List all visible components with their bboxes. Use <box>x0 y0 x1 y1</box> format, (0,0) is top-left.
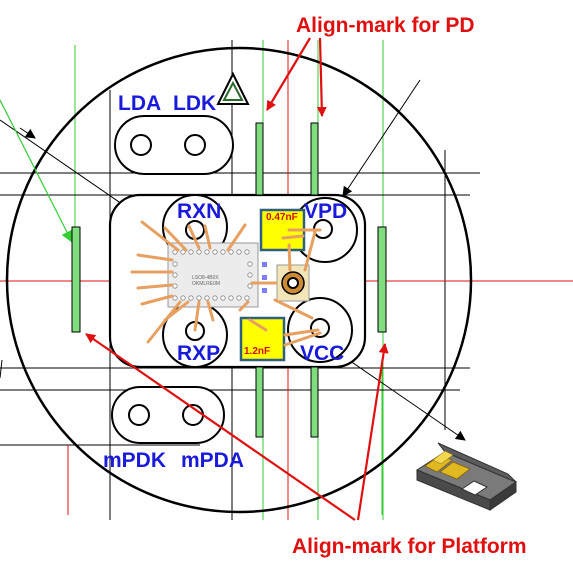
label-vpd: VPD <box>304 200 347 223</box>
pd-bias-pads <box>262 262 267 293</box>
pointer-arrow-left <box>19 127 36 139</box>
label-mpdk: mPDK <box>103 449 166 472</box>
wire-bonds <box>130 220 322 347</box>
triangle-icon <box>216 71 250 105</box>
label-rxn: RXN <box>177 200 221 223</box>
chip-marking-2: OKMLRE0M <box>192 281 220 287</box>
vcc-pin <box>310 318 330 338</box>
align-mark-platform-left <box>71 226 81 333</box>
capacitor-top-label: 0.47nF <box>266 212 298 223</box>
align-marks-pd <box>255 122 319 438</box>
align-mark-pd-left <box>255 122 264 196</box>
align-marks-platform <box>71 226 387 333</box>
label-ldk: LDK <box>173 92 216 115</box>
chip-bond-pads <box>172 249 253 301</box>
label-lda: LDA <box>118 92 161 115</box>
capacitor-bottom <box>239 316 286 362</box>
label-rxp: RXP <box>177 342 220 365</box>
lda-pin <box>130 134 152 156</box>
align-mark-pd-left-bottom <box>255 366 264 438</box>
mpd-pin-boss <box>111 386 225 444</box>
ld-pin-boss <box>114 115 234 175</box>
label-vcc: VCC <box>300 342 344 365</box>
chip-marking-1: LSO8-4B0X <box>192 275 219 281</box>
align-mark-platform-right <box>377 226 387 333</box>
align-mark-pd-right-bottom <box>310 366 319 438</box>
carrier-3d-illustration <box>415 442 518 511</box>
callout-pd: Align-mark for PD <box>296 14 475 37</box>
photodiode-aperture <box>287 277 299 289</box>
callout-platform: Align-mark for Platform <box>292 535 527 558</box>
mpdk-pin <box>128 404 150 426</box>
pointer-line-top-right <box>342 79 421 197</box>
callout-arrows-platform <box>85 333 389 521</box>
align-mark-pd-right <box>310 122 319 196</box>
ldk-pin <box>184 134 206 156</box>
label-mpda: mPDA <box>181 449 244 472</box>
green-pointer-arrow <box>0 99 73 243</box>
callout-arrows-pd <box>266 37 327 117</box>
header-outline <box>5 46 473 514</box>
capacitor-bottom-label: 1.2nF <box>244 346 270 357</box>
construction-lines <box>0 40 480 520</box>
